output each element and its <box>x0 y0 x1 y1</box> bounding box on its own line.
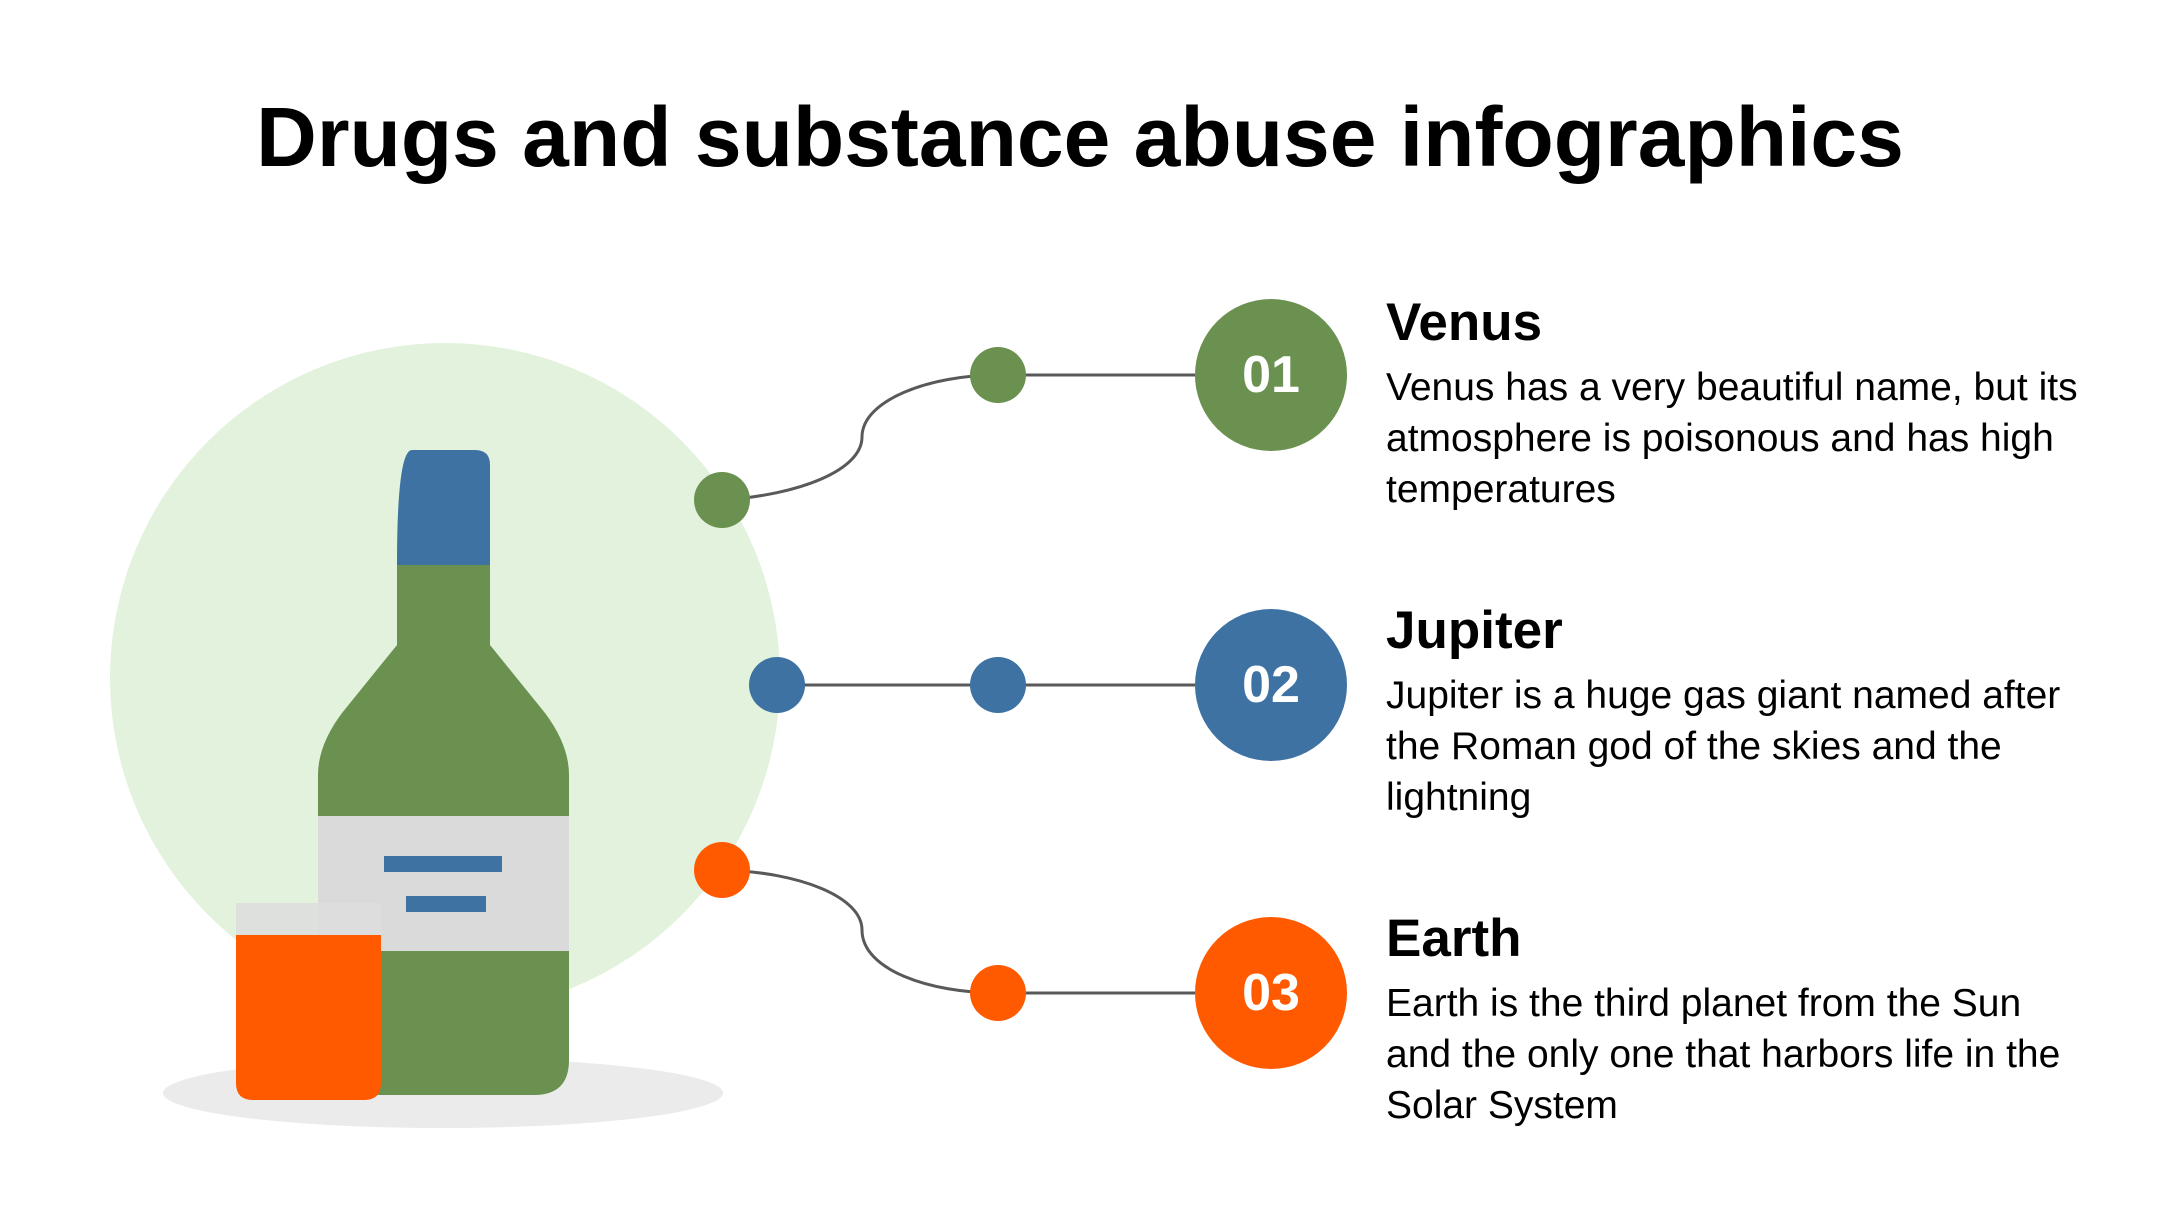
glass-icon <box>236 903 381 1100</box>
connector-line-01 <box>721 373 1195 502</box>
item-text-earth: Earth is the third planet from the Sun a… <box>1386 982 2061 1127</box>
number-circle-01 <box>1195 299 1347 451</box>
item-heading-jupiter: Jupiter <box>1386 601 1563 660</box>
item-text-jupiter: Jupiter is a huge gas giant named after … <box>1386 674 2061 819</box>
step-number-02: 02 <box>1242 656 1300 714</box>
connector-dot-mid-01 <box>970 347 1026 403</box>
bottle-label-line-bottom <box>406 896 486 912</box>
connector-03 <box>694 842 1347 1069</box>
connector-dot-start-03 <box>694 842 750 898</box>
bottle-label-line-top <box>384 856 502 872</box>
step-number-01: 01 <box>1242 346 1300 404</box>
connector-dot-mid-02 <box>970 657 1026 713</box>
connector-line-03 <box>721 868 1195 995</box>
slide-title: Drugs and substance abuse infographics <box>256 90 1904 184</box>
number-circle-02 <box>1195 609 1347 761</box>
glass-rim <box>236 903 381 938</box>
step-number-03: 03 <box>1242 964 1300 1022</box>
connector-dot-start-02 <box>749 657 805 713</box>
bottle-cap <box>397 450 490 565</box>
connector-02 <box>749 609 1347 761</box>
item-heading-venus: Venus <box>1386 293 1543 352</box>
bottle-icon <box>318 450 569 1095</box>
item-text-venus: Venus has a very beautiful name, but its… <box>1386 366 2078 511</box>
connector-dot-mid-03 <box>970 965 1026 1021</box>
item-heading-earth: Earth <box>1386 909 1522 968</box>
connector-dot-start-01 <box>694 472 750 528</box>
connector-01 <box>694 299 1347 528</box>
number-circle-03 <box>1195 917 1347 1069</box>
glass-liquid <box>236 935 381 1100</box>
